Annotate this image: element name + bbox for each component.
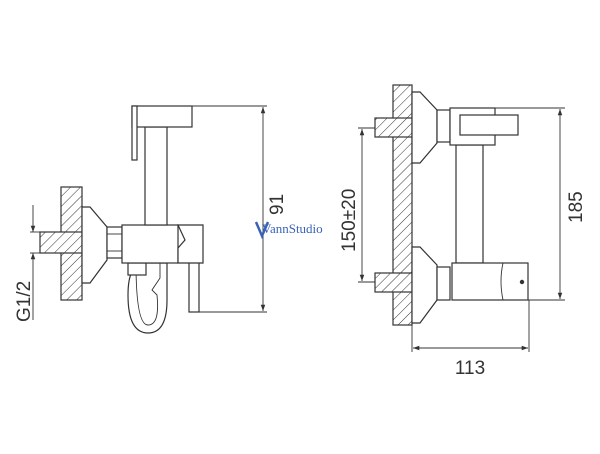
height-label: 185 [566, 191, 587, 223]
watermark-logo-icon [254, 221, 270, 240]
handle [177, 224, 204, 264]
lower-nut [436, 266, 451, 301]
sprayer-trigger [131, 105, 138, 161]
valve-body [121, 224, 179, 264]
upper-inlet-section [374, 117, 413, 138]
depth-label: 113 [455, 358, 485, 379]
thread-size-label: G1/2 [14, 281, 35, 322]
hose-nut [127, 262, 147, 276]
sprayer-head [459, 114, 519, 136]
front-view: 150±20 185 113 [339, 84, 587, 379]
valve-body [451, 262, 529, 301]
lower-inlet-section [374, 272, 413, 293]
lower-escutcheon [411, 246, 438, 324]
escutcheon [81, 206, 108, 284]
holder-pipe [144, 126, 168, 226]
spacing-label: 150±20 [339, 189, 360, 252]
inlet-pipe-section [39, 231, 83, 254]
vertical-pipe [455, 144, 484, 264]
watermark-text: VannStudio [262, 221, 323, 236]
wall-section [392, 84, 413, 326]
height-label: 91 [267, 194, 288, 215]
connector-nut [106, 226, 123, 259]
handle-indicator [519, 279, 525, 285]
upper-nut [436, 109, 451, 143]
upper-escutcheon [411, 91, 438, 164]
side-view: G1/2 91 [14, 105, 288, 334]
watermark: VannStudio [254, 221, 323, 240]
sprayer-head [131, 105, 193, 128]
